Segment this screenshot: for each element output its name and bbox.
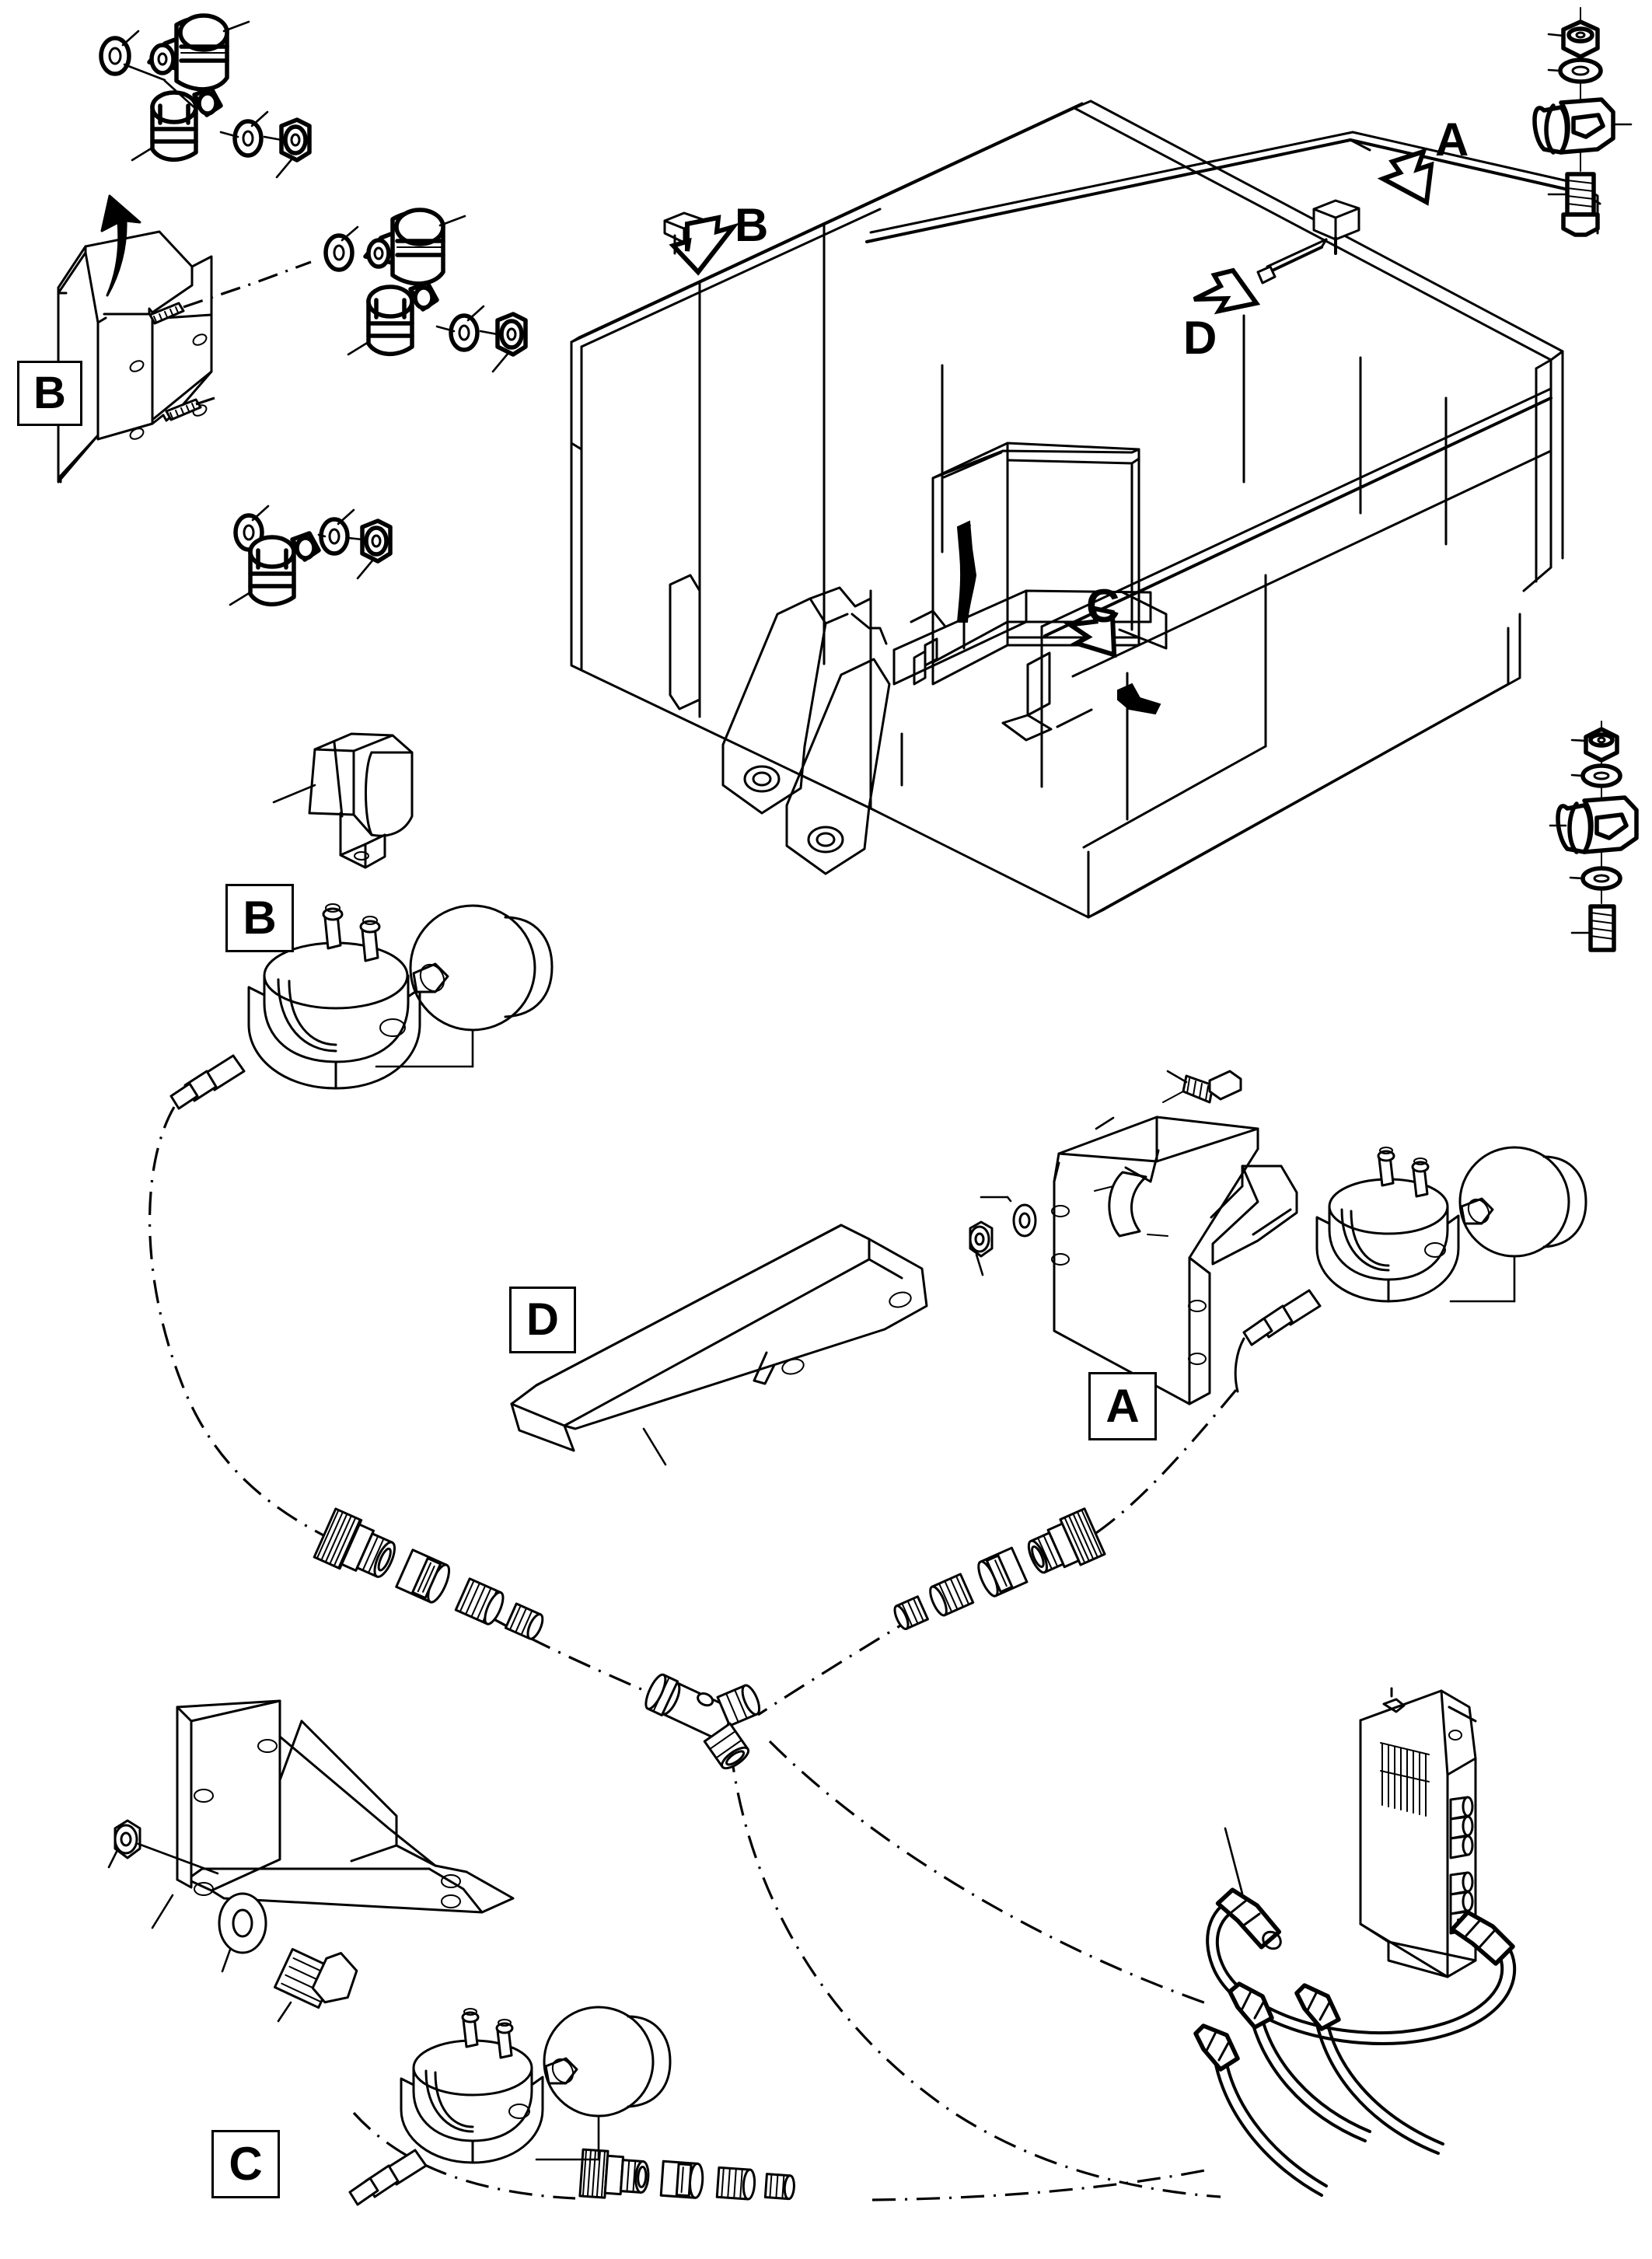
- mounting-bracket-b: [57, 230, 213, 484]
- callout-letter-b-machine: B: [735, 202, 768, 249]
- harness-route-b: [148, 1106, 324, 1537]
- cover-plate-d: [510, 1224, 928, 1466]
- hex-lock-nut-icon: [1570, 727, 1619, 763]
- harness-connector-icon: [1228, 1981, 1274, 2030]
- clamp-hardware-stack-top: [1532, 7, 1633, 237]
- harness-connector-icon: [1193, 2023, 1240, 2072]
- callout-letter-a-machine: A: [1435, 117, 1469, 163]
- flat-washer-icon: [323, 225, 359, 272]
- callout-letter-text: C: [1086, 580, 1120, 632]
- sensor-mounting-bracket-a: [1051, 1116, 1298, 1405]
- zone-box-a-mid-right: A: [1088, 1372, 1157, 1440]
- cable-clamp-icon: [131, 79, 223, 162]
- cable-lead-a: [1234, 1289, 1322, 1393]
- zone-box-label: C: [229, 2138, 263, 2190]
- zone-box-b-upper-left: B: [17, 361, 82, 426]
- flat-washer-icon: [99, 30, 166, 82]
- horn-clamp-c: [400, 2008, 544, 2164]
- flat-washer-icon: [219, 110, 269, 158]
- cable-connector-set-bottom: [578, 2148, 795, 2201]
- horn-diaphragm-c: [535, 2006, 672, 2161]
- horn-diaphragm-b: [375, 904, 554, 1068]
- assembly-direction-arrow-icon: [100, 194, 141, 297]
- vent-grille: [1380, 1742, 1430, 1817]
- cable-clamp-icon: [1549, 795, 1639, 854]
- cable-connector-set-left: [313, 1507, 544, 1640]
- cable-clamp-icon: [1532, 97, 1633, 155]
- hex-bolt-icon: [165, 398, 202, 421]
- clamp-hardware-group-upper-left: [99, 13, 312, 297]
- hex-bolt-icon: [273, 1947, 358, 2023]
- clamp-hardware-group-right: [323, 208, 528, 373]
- harness-connector-icon: [1294, 1983, 1341, 2031]
- wiring-harness-loop: [1193, 1827, 1517, 2197]
- harness-route-c-tail: [871, 2167, 1214, 2201]
- harness-connector-icon: [1215, 1887, 1282, 1950]
- zone-box-label: B: [243, 892, 277, 944]
- hex-lock-nut-icon: [263, 117, 312, 179]
- flat-washer-icon: [435, 305, 485, 352]
- zone-box-d-mid: D: [509, 1287, 576, 1353]
- harness-route-junction-up: [768, 1740, 1214, 2007]
- hex-lock-nut-icon: [1547, 19, 1600, 59]
- flat-washer-icon: [980, 1196, 1037, 1238]
- horn-clamp-a: [1315, 1147, 1460, 1303]
- harness-route-a: [1095, 1388, 1238, 1535]
- callout-letter-text: A: [1435, 113, 1469, 166]
- assembly-axis-line: [195, 396, 215, 406]
- callout-letter-d-machine: D: [1183, 315, 1217, 361]
- flat-washer-icon: [218, 1892, 267, 1973]
- gusset-mounting-bracket-c: [151, 1699, 515, 1929]
- control-box-on-platform: [931, 442, 1140, 686]
- flat-washer-icon: [1570, 763, 1622, 788]
- cable-clamp-icon: [147, 13, 250, 92]
- cable-connector-set-right: [893, 1507, 1106, 1630]
- harness-route-junction-down: [729, 1748, 1221, 2198]
- callout-letter-c-machine: C: [1086, 583, 1119, 630]
- horn-clamp-b: [247, 903, 421, 1090]
- hex-bolt-icon: [1162, 1070, 1242, 1104]
- hex-lock-nut-icon: [969, 1220, 994, 1276]
- flat-washer-icon: [1547, 58, 1603, 84]
- hex-lock-nut-icon: [107, 1819, 219, 1875]
- clamp-hardware-stack-bottom: [1549, 721, 1639, 952]
- harness-route-a-tail: [757, 1614, 918, 1716]
- cable-clamp-icon: [229, 531, 321, 607]
- machine-cab-assembly: [570, 100, 1601, 919]
- hex-bolt-icon: [1547, 172, 1600, 237]
- tee-junction-connector: [644, 1673, 761, 1770]
- zone-box-label: A: [1105, 1380, 1140, 1432]
- hex-lock-nut-icon: [479, 312, 528, 373]
- harness-connector-icon: [1450, 1910, 1515, 1966]
- flat-washer-icon: [1569, 866, 1622, 891]
- sensor-block-a: [1312, 199, 1360, 255]
- callout-arrow-c-icon: [1063, 605, 1117, 658]
- callout-letter-text: B: [735, 199, 769, 251]
- assembly-axis-line: [183, 260, 312, 309]
- zone-box-b-mid-left: B: [225, 884, 294, 952]
- zone-box-label: B: [33, 368, 66, 418]
- horn-cover-b: [272, 732, 414, 869]
- lift-arm-linkage: [721, 586, 947, 875]
- cable-lead-c: [348, 2149, 428, 2206]
- callout-arrow-a-icon: [1377, 148, 1434, 206]
- callout-letter-text: D: [1183, 312, 1217, 364]
- cable-clamp-icon: [347, 281, 439, 357]
- cable-clamp-icon: [363, 208, 466, 286]
- callout-arrow-d-icon: [1193, 267, 1261, 315]
- hex-bolt-icon: [1570, 904, 1616, 952]
- clamp-hardware-group-lower: [229, 505, 393, 607]
- callout-arrow-b-icon: [669, 215, 739, 276]
- hex-lock-nut-icon: [347, 518, 393, 580]
- cable-lead-b: [169, 1054, 246, 1110]
- hex-bolt-icon: [148, 302, 185, 325]
- flat-washer-icon: [317, 508, 355, 556]
- sensor-bar-d: [1256, 238, 1328, 285]
- zone-box-c-lower-left: C: [211, 2130, 280, 2198]
- horn-diaphragm-a: [1449, 1146, 1587, 1303]
- zone-box-label: D: [526, 1294, 559, 1345]
